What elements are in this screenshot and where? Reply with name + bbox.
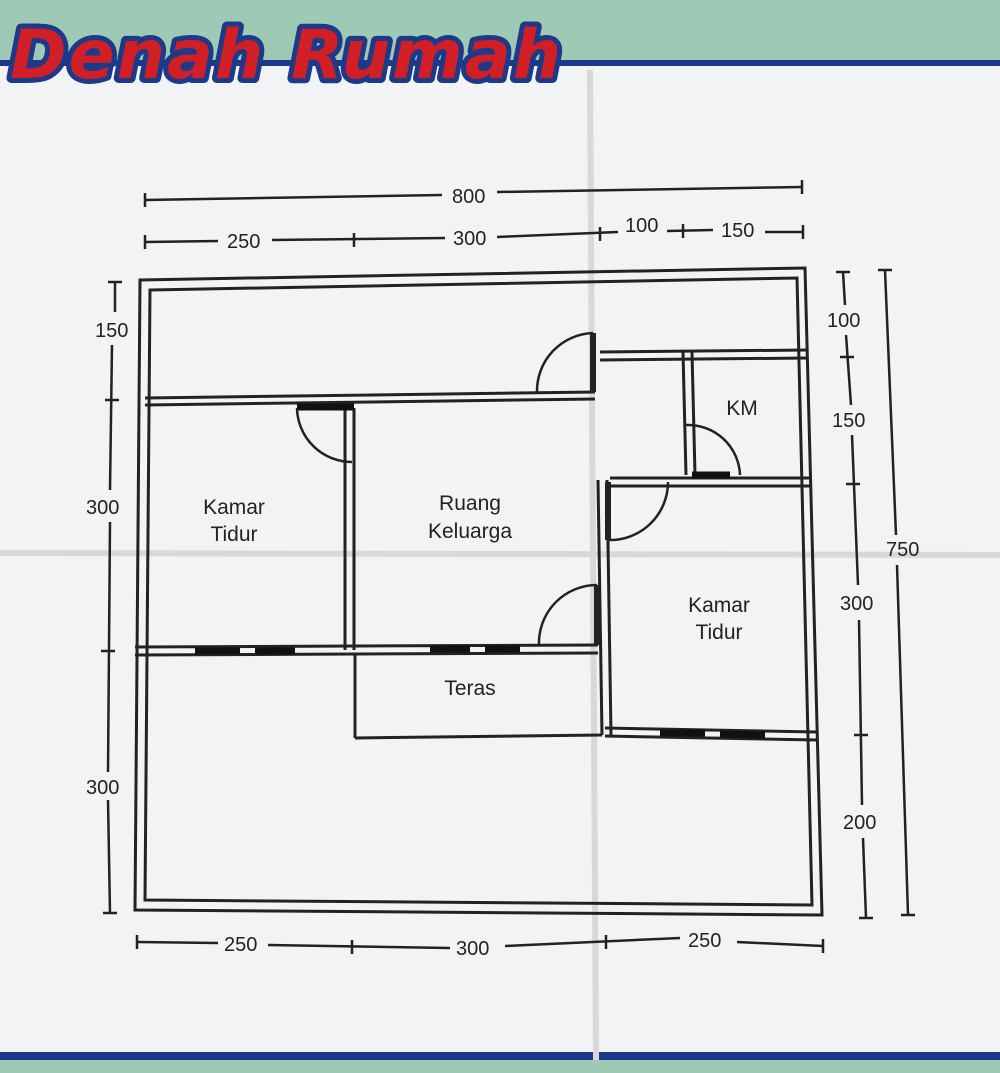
windows	[195, 403, 766, 739]
dim-right-total: 750	[886, 539, 919, 561]
dimension-bottom: 250 300 250	[135, 930, 825, 960]
room-kamar-tidur-right-line1: Kamar	[688, 594, 750, 617]
door-top	[535, 331, 596, 393]
room-ruang-keluarga-line2: Keluarga	[428, 520, 512, 543]
door-teras	[537, 583, 600, 646]
page-title: Denah Rumah	[5, 11, 566, 100]
room-kamar-tidur-right-line2: Tidur	[695, 621, 742, 644]
dimension-right: 100 150 300 200 750	[827, 268, 919, 920]
doors	[295, 331, 742, 646]
dim-right-3: 300	[840, 593, 873, 615]
dimension-top: 800 250 300 100 150	[143, 180, 805, 253]
dim-top-4: 150	[721, 220, 754, 242]
door-kamar-tidur-right	[605, 481, 670, 542]
room-teras: Teras	[444, 677, 495, 700]
dim-bottom-3: 250	[688, 930, 721, 952]
dim-top-1: 250	[227, 231, 260, 253]
room-kamar-tidur-left-line1: Kamar	[203, 496, 265, 519]
dim-top-3: 100	[625, 215, 658, 237]
dim-right-4: 200	[843, 812, 876, 834]
dim-left-1: 150	[95, 320, 128, 342]
svg-text:Denah Rumah: Denah Rumah	[10, 16, 563, 95]
paper-fold-vertical	[587, 69, 599, 1061]
dim-left-2: 300	[86, 497, 119, 519]
outer-walls	[133, 266, 824, 917]
dim-right-2: 150	[832, 410, 865, 432]
dim-bottom-1: 250	[224, 934, 257, 956]
door-km	[685, 423, 742, 476]
room-labels: Kamar Tidur Ruang Keluarga KM Kamar Tidu…	[203, 397, 758, 700]
window	[719, 730, 766, 739]
plan-sheet	[0, 60, 1000, 1060]
paper-fold-horizontal	[0, 550, 1000, 558]
dim-bottom-2: 300	[456, 938, 489, 960]
dim-top-2: 300	[453, 228, 486, 250]
room-ruang-keluarga-line1: Ruang	[439, 492, 501, 515]
dim-left-3: 300	[86, 777, 119, 799]
dimension-left: 150 300 300	[86, 280, 128, 915]
room-km: KM	[726, 397, 758, 420]
door-kamar-tidur-left	[295, 407, 353, 464]
room-kamar-tidur-left-line2: Tidur	[210, 523, 257, 546]
dim-top-total: 800	[452, 186, 485, 208]
dim-right-1: 100	[827, 310, 860, 332]
